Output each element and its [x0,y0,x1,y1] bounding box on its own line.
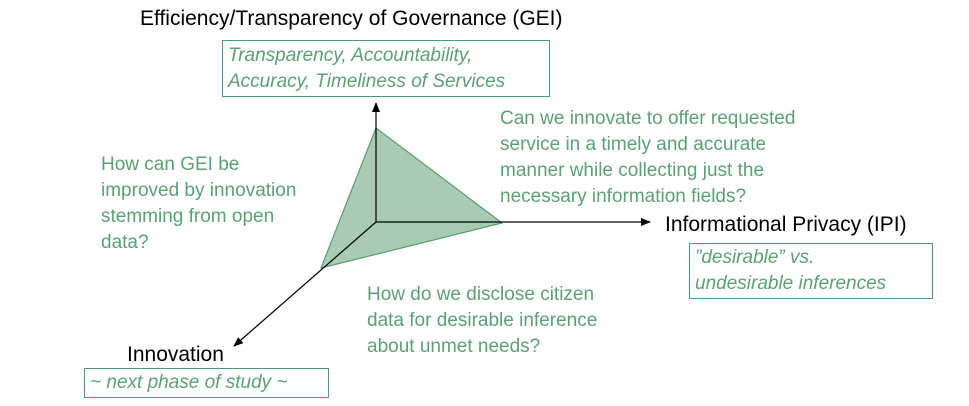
question-gei-ipi: Can we innovate to offer requested servi… [500,106,795,210]
tradeoff-triangle [320,127,504,269]
question-line: data for desirable inference [367,310,598,331]
question-line: Can we innovate to offer requested [500,108,796,129]
gei-box-line-1: Transparency, Accountability, [228,45,473,66]
question-line: manner while collecting just the [500,160,765,181]
innovation-box-line-1: ~ next phase of study ~ [90,372,288,393]
question-gei-innovation: How can GEI be improved by innovation st… [101,152,296,256]
question-line: improved by innovation [101,180,297,201]
innovation-axis-title: Innovation [127,343,224,366]
innovation-axis [233,221,377,347]
ipi-box-line-1: ”desirable” vs. [695,247,815,268]
gei-box: Transparency, Accountability, Accuracy, … [222,40,550,97]
gei-box-line-2: Accuracy, Timeliness of Services [228,71,506,92]
ipi-axis-title: Informational Privacy (IPI) [665,213,907,236]
ipi-box-line-2: undesirable inferences [695,273,887,294]
gei-axis-title: Efficiency/Transparency of Governance (G… [140,7,563,30]
question-line: How can GEI be [101,154,240,175]
ipi-box: ”desirable” vs. undesirable inferences [689,243,933,299]
question-line: about unmet needs? [367,336,541,357]
question-line: stemming from open [101,206,275,227]
question-line: data? [101,232,149,253]
question-line: How do we disclose citizen [367,284,595,305]
question-ipi-innovation: How do we disclose citizen data for desi… [367,282,597,360]
question-line: necessary information fields? [500,186,747,207]
question-line: service in a timely and accurate [500,134,767,155]
innovation-box: ~ next phase of study ~ [84,368,329,398]
